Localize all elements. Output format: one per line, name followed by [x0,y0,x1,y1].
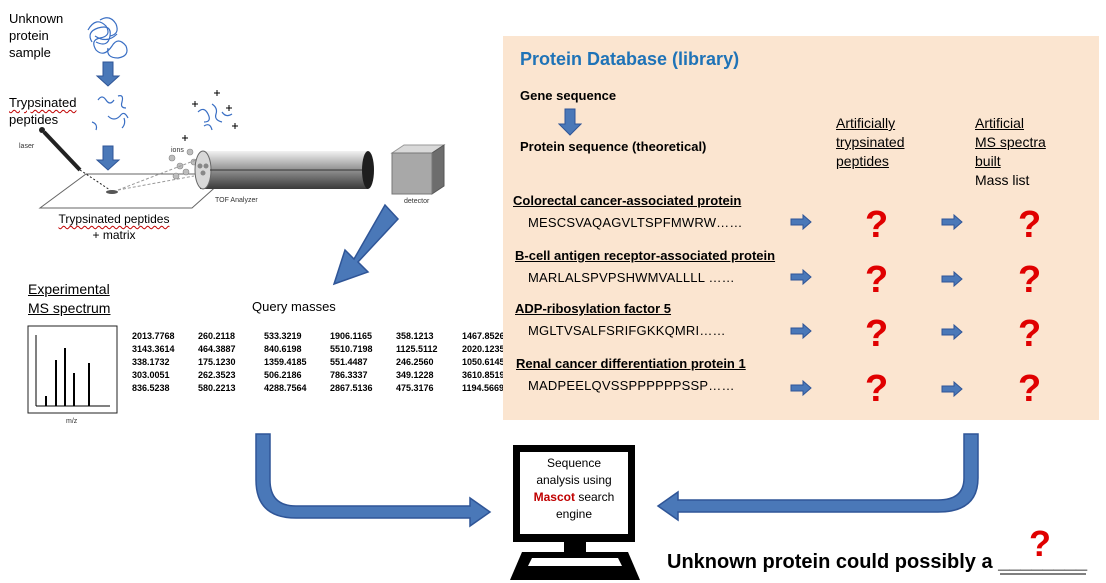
protein-name: Colorectal cancer-associated protein [513,193,742,208]
question-mark-icon: ? [865,368,889,410]
protein-name: Renal cancer differentiation protein 1 [516,356,746,371]
diagonal-arrow-icon [332,203,400,286]
protein-scribble-icon [87,17,128,59]
mascot-label: Mascot [533,490,575,504]
protein-row: ADP-ribosylation factor 5 MGLTVSALFSRIFG… [515,301,726,338]
question-mark-icon: ? [865,204,889,246]
col-peptides-header: Artificially trypsinated peptides [836,115,905,169]
right-arrow-icon [941,380,963,398]
laser-icon [39,127,111,191]
unknown-sample-label: Unknown protein sample [9,11,64,60]
right-arrow-icon [790,379,812,397]
laser-label: laser [19,143,35,150]
right-arrow-icon [790,213,812,231]
detector-box [390,144,446,195]
protein-sequence: MADPEELQVSSPPPPPPSSP…… [528,378,735,393]
question-mark-icon: ? [865,259,889,301]
mz-axis-label: m/z [66,418,78,425]
right-arrow-icon [941,213,963,231]
computer-icon [510,445,640,580]
peptide-fragments-icon [91,95,129,131]
protein-sequence: MESCSVAQAGVLTSPFMWRW…… [528,215,743,230]
plate-label: Trypsinated peptides + matrix [58,212,170,242]
detector-label: detector [404,198,430,205]
curved-arrow-left-icon [255,433,492,528]
protein-row: Colorectal cancer-associated protein MES… [513,193,743,230]
col-spectra-header: Artificial MS spectra built Mass list [975,115,1046,188]
protein-name: ADP-ribosylation factor 5 [515,301,672,316]
question-mark-icon: ? [1018,259,1042,301]
trypsinated-peptides-label: Trypsinated peptides [9,95,77,127]
down-arrow-icon [95,61,121,87]
question-mark-icon: ? [1029,523,1051,564]
question-mark-icon: ? [1018,313,1042,355]
ms-spectrum-plot [27,325,118,414]
tof-analyzer [194,150,374,190]
gene-sequence-label: Gene sequence [520,88,617,103]
right-arrow-icon [941,323,963,341]
right-arrow-icon [790,268,812,286]
query-masses-title: Query masses [252,299,336,314]
protein-sequence: MGLTVSALFSRIFGKKQMRI…… [528,323,726,338]
tof-analyzer-label: TOF Analyzer [215,197,258,204]
ions-icon [197,103,233,131]
protein-sequence: MARLALSPVPSHWMVALLLL …… [528,270,735,285]
protein-sequence-label: Protein sequence (theoretical) [520,139,707,154]
question-mark-icon: ? [865,313,889,355]
database-title: Protein Database (library) [520,49,740,69]
right-arrow-icon [941,270,963,288]
search-engine-text: Sequence analysis using Mascot search en… [533,456,615,521]
question-mark-icon: ? [1018,204,1042,246]
right-arrow-icon [790,322,812,340]
down-arrow-icon [558,108,582,136]
down-arrow-icon [95,145,121,171]
ions-label: ions [171,147,184,154]
experimental-spectrum-label: Experimental MS spectrum [28,281,111,316]
question-mark-icon: ? [1018,368,1042,410]
protein-row: B-cell antigen receptor-associated prote… [515,248,775,285]
protein-database-panel [503,36,1099,420]
curved-arrow-right-icon [656,433,979,522]
protein-row: Renal cancer differentiation protein 1 M… [516,356,746,393]
conclusion-text: Unknown protein could possibly a _______… [667,551,1088,573]
plus-signs [182,90,238,141]
protein-name: B-cell antigen receptor-associated prote… [515,248,776,263]
